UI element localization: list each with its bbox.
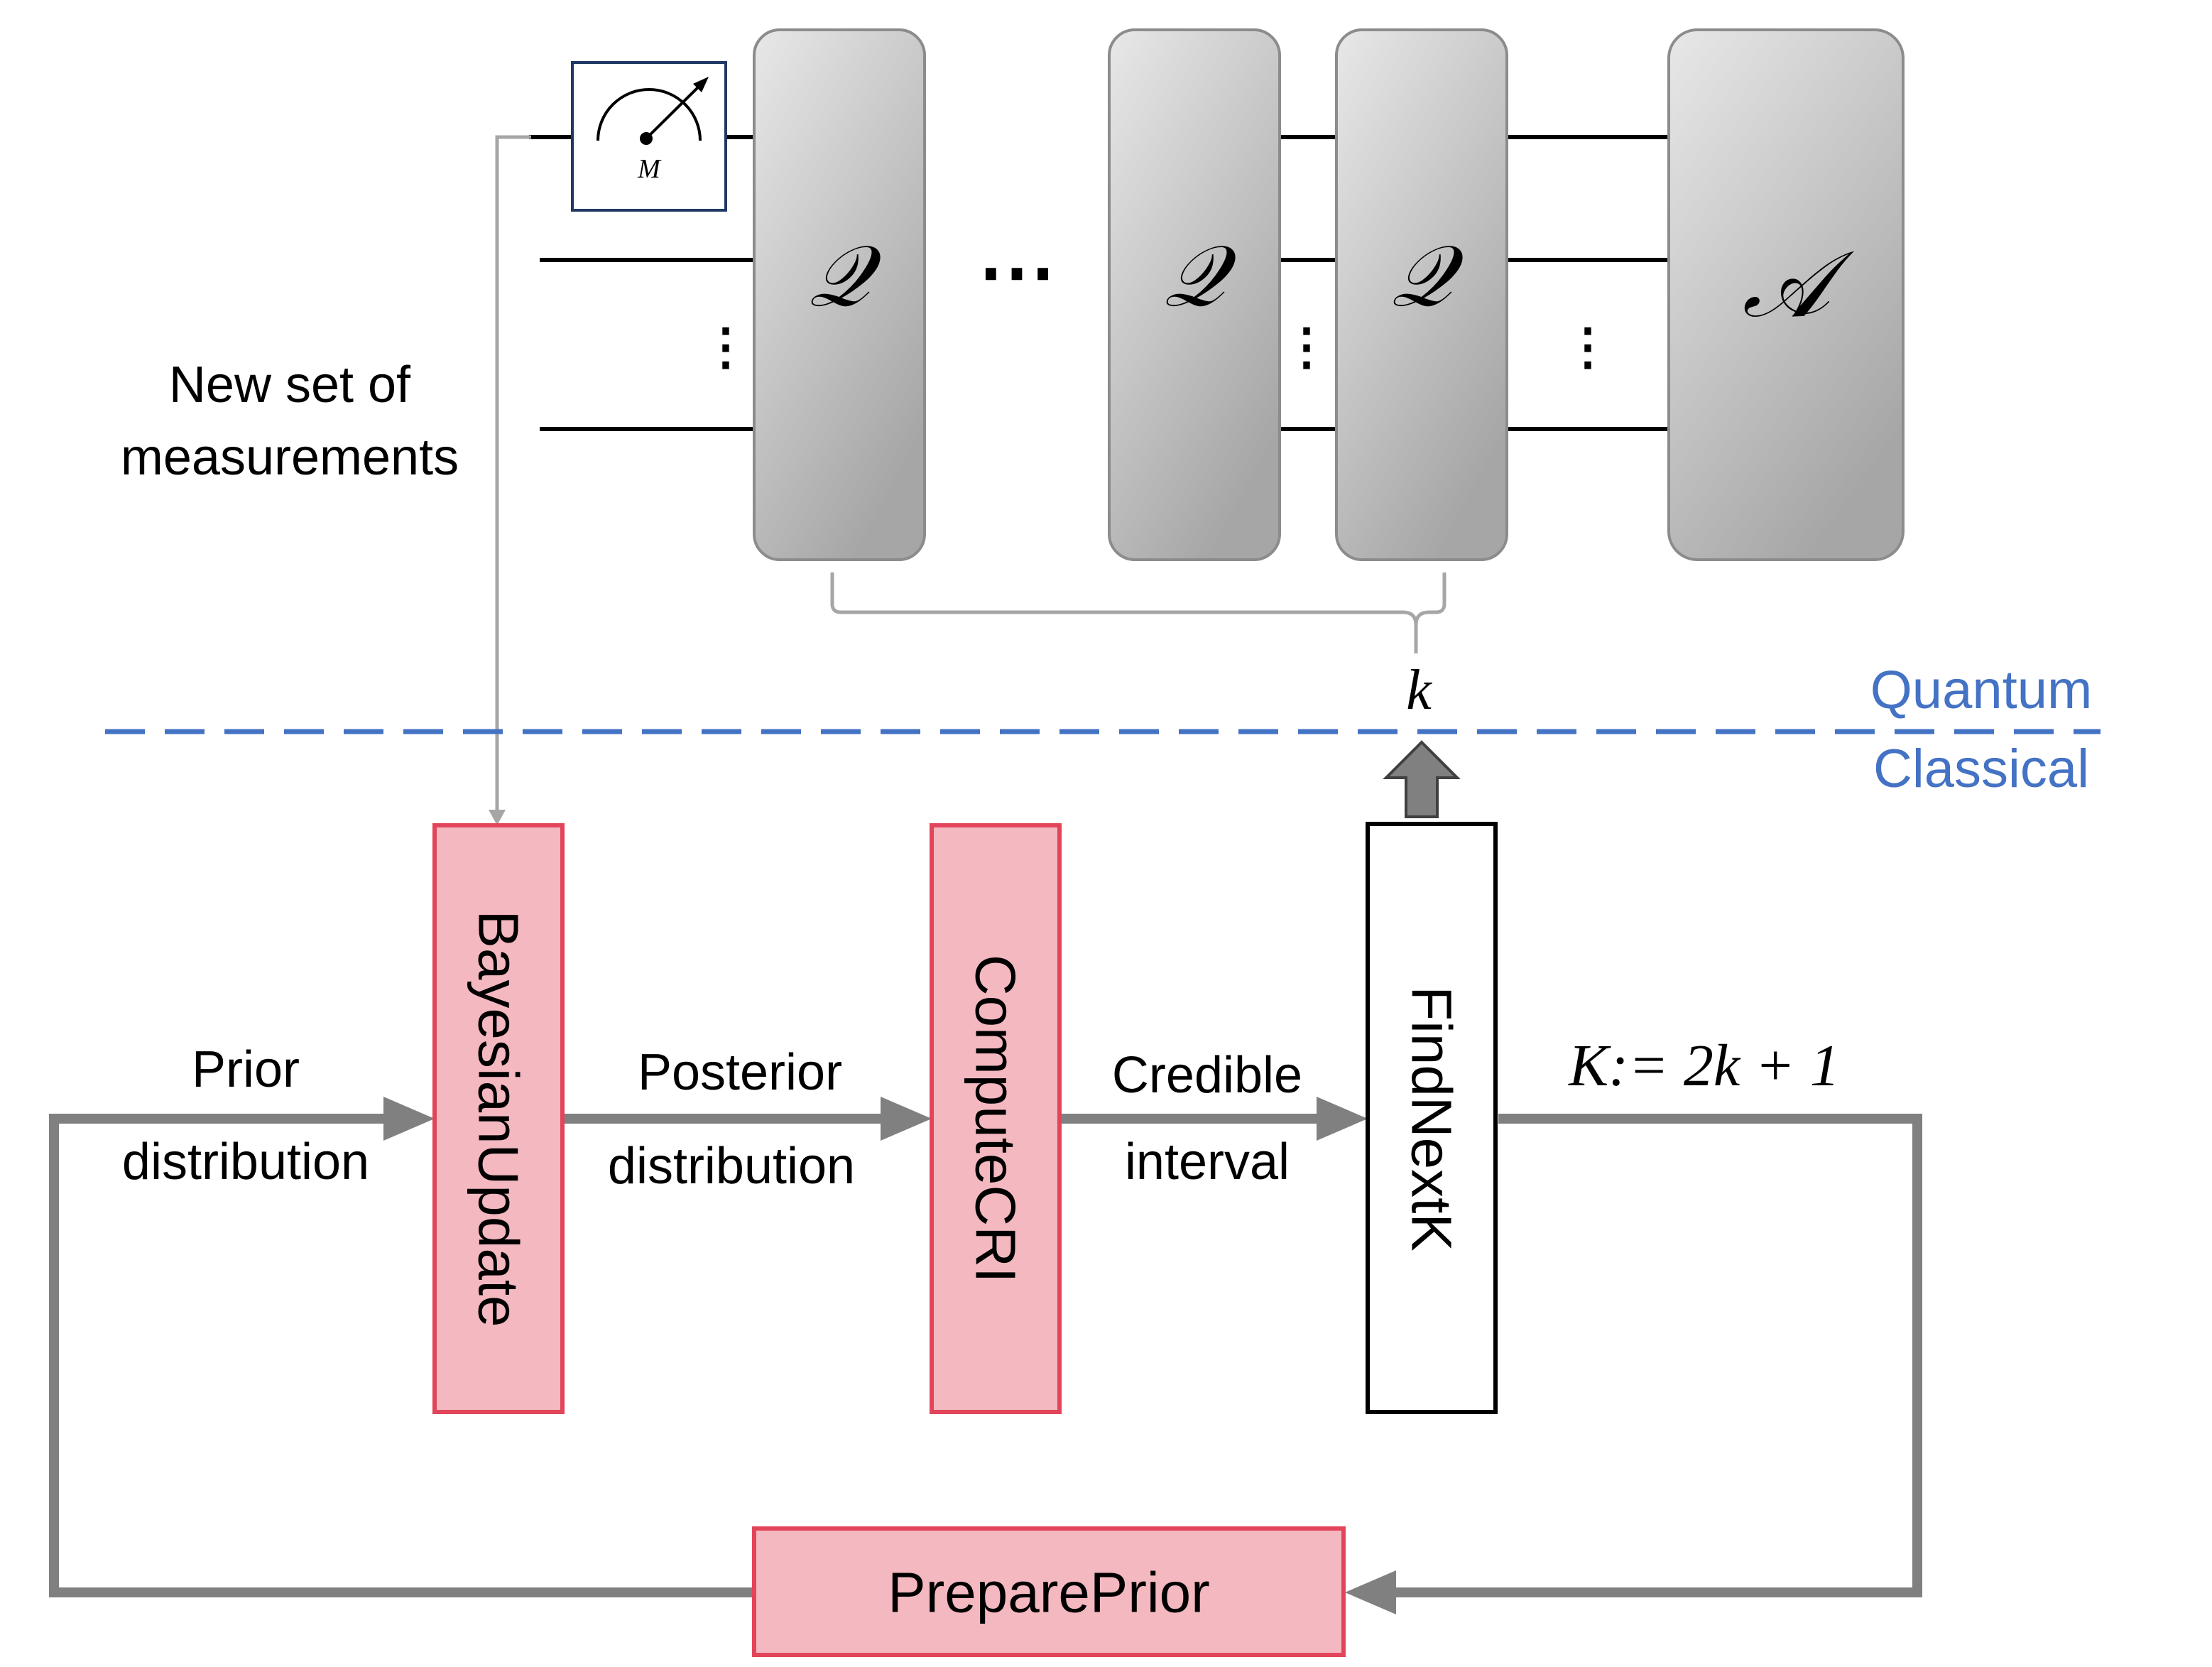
meter-needle-tip-icon xyxy=(693,77,709,92)
feedback-loop xyxy=(49,1114,1922,1597)
prepare-prior-block: PreparePrior xyxy=(752,1526,1346,1657)
meter-needle-icon xyxy=(645,82,703,140)
vertical-dots-3: ⋮ xyxy=(1563,320,1613,375)
gate-q2-label: 𝒬 xyxy=(1164,229,1237,324)
up-arrow-to-quantum xyxy=(1383,740,1461,818)
loop-prior-line xyxy=(49,1114,754,1597)
find-next-k-label: FindNextK xyxy=(1400,986,1464,1251)
measurement-feed-arrowhead xyxy=(489,810,506,825)
gate-q3: 𝒬 xyxy=(1335,28,1508,561)
arrowhead-credible xyxy=(1317,1097,1368,1141)
brace-label-k: k xyxy=(1406,659,1432,722)
quantum-label: Quantum xyxy=(1870,660,2093,720)
vertical-dots-1: ⋮ xyxy=(701,320,751,375)
compute-cri-block: ComputeCRI xyxy=(930,823,1062,1414)
bayesian-update-label: BayesianUpdate xyxy=(467,910,530,1327)
posterior-label-line2: distribution xyxy=(608,1138,855,1195)
gate-q1: 𝒬 xyxy=(753,28,926,561)
classical-label: Classical xyxy=(1873,739,2089,799)
bayesian-update-block: BayesianUpdate xyxy=(432,823,565,1414)
loop-return-line xyxy=(1386,1114,1922,1597)
measurements-label-line1: New set of xyxy=(169,357,411,413)
gate-q3-label: 𝒬 xyxy=(1391,229,1464,324)
k-brace xyxy=(830,572,1446,653)
find-next-k-block: FindNextK xyxy=(1366,822,1498,1414)
posterior-label-line1: Posterior xyxy=(638,1044,842,1101)
compute-cri-label: ComputeCRI xyxy=(964,955,1028,1283)
prior-label-line1: Prior xyxy=(192,1041,300,1098)
measurement-meter: M xyxy=(571,61,727,212)
gate-ellipsis: ⋯ xyxy=(978,229,1056,315)
flow-arrowheads xyxy=(383,1097,1396,1614)
qubit-wires xyxy=(529,135,1669,431)
gate-q2: 𝒬 xyxy=(1108,28,1281,561)
meter-label: M xyxy=(637,154,662,184)
k-formula-label: K:= 2k + 1 xyxy=(1568,1033,1840,1099)
measurement-feed-line xyxy=(489,135,531,825)
measurements-label-line2: measurements xyxy=(121,429,459,486)
meter-pivot-icon xyxy=(640,132,653,145)
arrowhead-prepare xyxy=(1345,1570,1396,1614)
vertical-dots-2: ⋮ xyxy=(1282,320,1331,375)
credible-label-line2: interval xyxy=(1125,1134,1290,1190)
gate-a: 𝒜 xyxy=(1667,28,1905,561)
credible-label-line1: Credible xyxy=(1112,1047,1302,1104)
prior-label-line2: distribution xyxy=(122,1134,369,1190)
meter-dial-icon xyxy=(596,88,702,141)
prepare-prior-label: PreparePrior xyxy=(888,1561,1210,1624)
gate-q1-label: 𝒬 xyxy=(809,229,882,324)
arrowhead-prior xyxy=(383,1097,435,1141)
arrowhead-posterior xyxy=(881,1097,932,1141)
